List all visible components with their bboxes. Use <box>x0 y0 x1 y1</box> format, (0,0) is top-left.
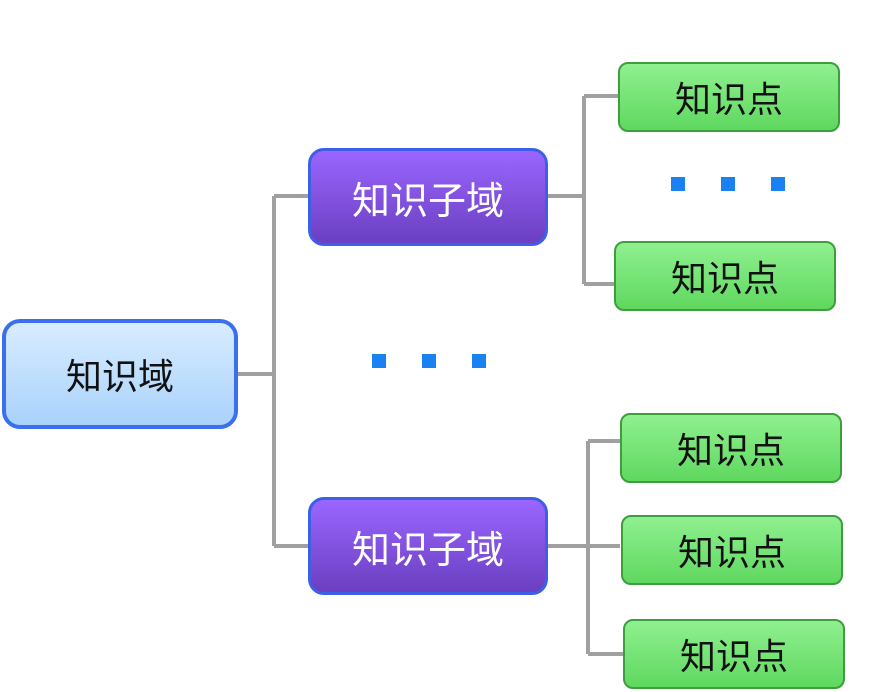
knowledge-subdomain-node: 知识子域 <box>308 148 548 246</box>
knowledge-point-node: 知识点 <box>618 62 840 132</box>
knowledge-point-label: 知识点 <box>670 259 779 300</box>
knowledge-point-label: 知识点 <box>674 80 783 121</box>
knowledge-point-node: 知识点 <box>621 515 843 585</box>
ellipsis-dot <box>422 354 436 368</box>
knowledge-point-label: 知识点 <box>676 431 785 472</box>
knowledge-subdomain-node: 知识子域 <box>308 497 548 595</box>
ellipsis-dot <box>771 177 785 191</box>
ellipsis-dot <box>472 354 486 368</box>
knowledge-point-label: 知识点 <box>679 637 788 678</box>
knowledge-domain-node: 知识域 <box>2 319 238 429</box>
knowledge-point-node: 知识点 <box>623 619 845 689</box>
ellipsis-dot <box>372 354 386 368</box>
knowledge-subdomain-label: 知识子域 <box>351 527 504 572</box>
knowledge-point-node: 知识点 <box>614 241 836 311</box>
knowledge-point-label: 知识点 <box>677 533 786 574</box>
ellipsis-dot <box>671 177 685 191</box>
knowledge-domain-label: 知识域 <box>65 357 174 398</box>
knowledge-subdomain-label: 知识子域 <box>351 178 504 223</box>
knowledge-point-node: 知识点 <box>620 413 842 483</box>
ellipsis-dot <box>721 177 735 191</box>
